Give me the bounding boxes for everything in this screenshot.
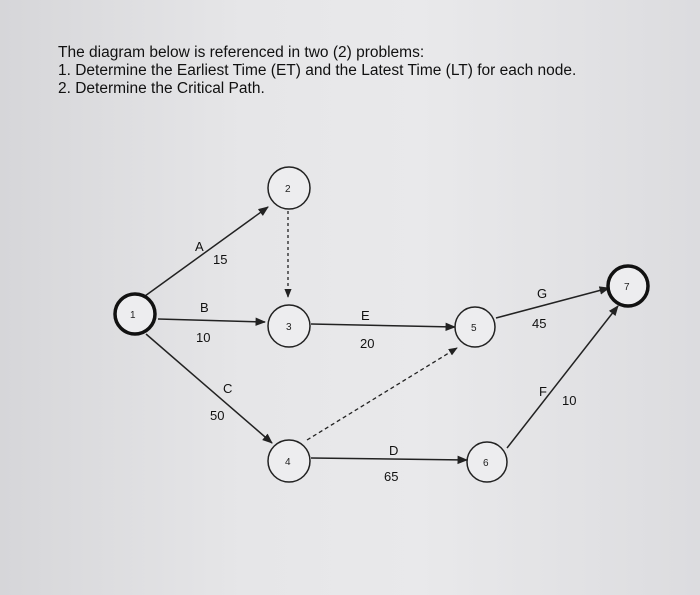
node-4-label: 4 [285,457,291,468]
node-5-label: 5 [471,323,477,334]
activity-b-duration: 10 [196,330,210,345]
activity-g-name: G [537,286,547,301]
node-6: 6 [466,441,508,483]
dummy-4-5-arrow [306,347,458,441]
activity-c-name: C [223,381,232,396]
activity-d-name: D [389,443,398,458]
activity-c-duration: 50 [210,408,224,423]
problem-statement: The diagram below is referenced in two (… [58,44,678,98]
activity-d-duration: 65 [384,469,398,484]
node-1: 1 [113,292,157,336]
problem-1-text: 1. Determine the Earliest Time (ET) and … [58,62,577,79]
node-4: 4 [267,439,311,483]
activity-f-name: F [539,384,547,399]
node-1-label: 1 [130,310,136,321]
node-6-label: 6 [483,458,489,469]
activity-a-duration: 15 [213,252,227,267]
activity-f-duration: 10 [562,393,576,408]
activity-a-arrow [144,206,269,297]
activity-c-arrow [145,333,273,444]
activity-f-arrow [506,305,619,449]
problem-2-text: 2. Determine the Critical Path. [58,80,265,97]
node-7: 7 [606,264,650,308]
activity-a-name: A [195,239,204,254]
node-3-label: 3 [286,322,292,333]
intro-text: The diagram below is referenced in two (… [58,44,425,61]
activity-e-arrow [310,322,457,332]
activity-d-arrow [310,455,469,465]
node-3: 3 [267,304,311,348]
node-7-label: 7 [624,282,630,293]
activity-e-name: E [361,308,370,323]
activity-g-arrow [495,286,611,319]
activity-e-duration: 20 [360,336,374,351]
node-2: 2 [267,166,311,210]
node-5: 5 [454,306,496,348]
node-2-label: 2 [285,184,291,195]
activity-g-duration: 45 [532,316,546,331]
activity-b-arrow [157,317,267,326]
activity-b-name: B [200,300,209,315]
